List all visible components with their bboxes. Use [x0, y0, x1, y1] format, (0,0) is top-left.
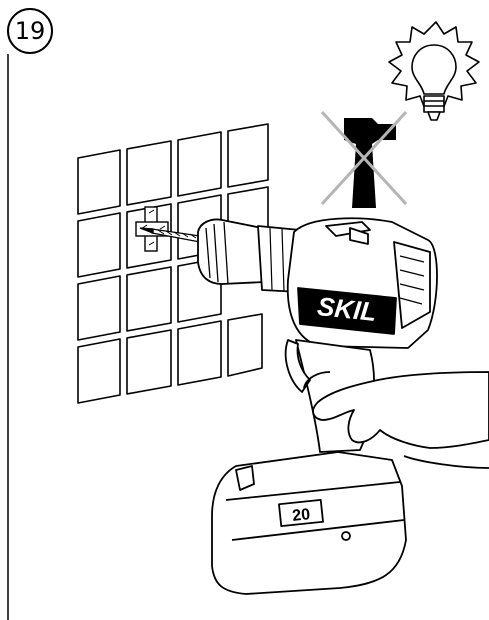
- battery-voltage-label: 20: [292, 506, 312, 525]
- no-hammer-icon: [322, 112, 406, 208]
- drill-brand-label: SKIL: [316, 291, 378, 327]
- light-bulb-icon: [389, 22, 479, 120]
